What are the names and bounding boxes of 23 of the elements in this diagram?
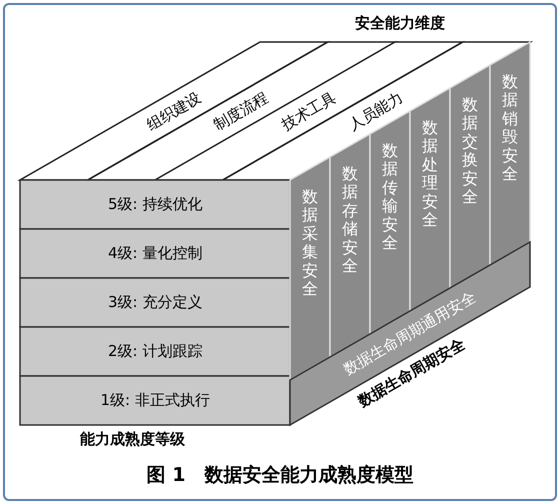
node-label: 2级: 计划跟踪 — [108, 342, 202, 361]
level-box — [20, 180, 290, 229]
node-label: 数据采集安全 — [302, 188, 318, 298]
node-label: 3级: 充分定义 — [108, 293, 202, 312]
node-label: 技术工具 — [278, 88, 340, 134]
figure-caption: 图 1 数据安全能力成熟度模型 — [146, 463, 414, 488]
level-box — [20, 229, 290, 278]
node-label: 数据交换安全 — [462, 96, 478, 206]
node-label: 4级: 量化控制 — [108, 244, 202, 263]
node-label: 人员能力 — [346, 88, 407, 134]
node-label: 数据销毁安全 — [502, 73, 518, 184]
node-label: 数据处理安全 — [422, 119, 438, 230]
level-box — [20, 376, 290, 425]
level-box — [20, 278, 290, 327]
node-label: 数据存储安全 — [342, 165, 358, 276]
node-label: 组织建设 — [143, 88, 204, 134]
node-label: 5级: 持续优化 — [108, 195, 202, 214]
node-label: 制度流程 — [210, 88, 272, 134]
level-box — [20, 327, 290, 376]
axis-title: 安全能力维度 — [355, 14, 445, 33]
node-label: 1级: 非正式执行 — [100, 391, 210, 410]
node-label: 数据传输安全 — [382, 142, 398, 252]
axis-title: 能力成熟度等级 — [80, 430, 185, 449]
